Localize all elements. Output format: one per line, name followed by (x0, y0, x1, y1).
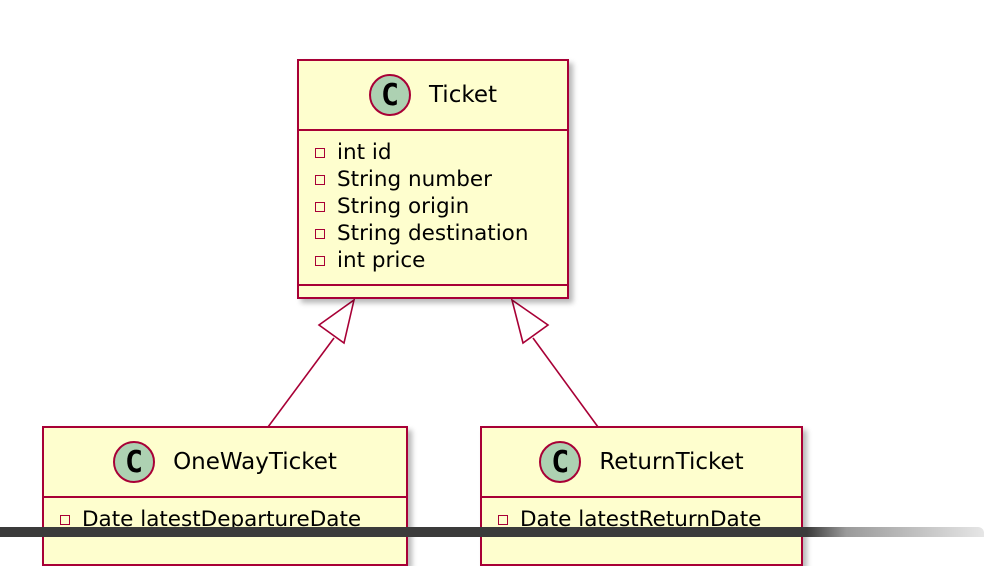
video-controls-bar[interactable] (0, 527, 984, 537)
private-visibility-icon (498, 514, 508, 525)
attribute-text: String origin (337, 194, 470, 219)
private-visibility-icon (60, 514, 70, 525)
private-visibility-icon (315, 174, 325, 185)
attribute-text: int price (337, 248, 426, 273)
attribute-text: String destination (337, 221, 529, 246)
class-ticket[interactable]: C Ticket int id String number String ori… (297, 59, 569, 299)
attribute-row: String origin (315, 193, 567, 220)
class-stereotype-icon: C (368, 74, 411, 116)
relations-layer (267, 298, 599, 428)
private-visibility-icon (315, 228, 325, 239)
class-return-ticket[interactable]: C ReturnTicket Date latestReturnDate (480, 426, 803, 566)
attribute-row: String number (315, 166, 567, 193)
private-visibility-icon (315, 255, 325, 266)
generalization-oneway-to-ticket (267, 298, 356, 428)
class-header: C ReturnTicket (482, 428, 801, 498)
attribute-text: int id (337, 140, 392, 165)
private-visibility-icon (315, 147, 325, 158)
class-header: C OneWayTicket (44, 428, 406, 498)
methods-compartment (299, 284, 567, 286)
attribute-text: String number (337, 167, 492, 192)
inheritance-line (532, 337, 599, 428)
attribute-row: int price (315, 247, 567, 274)
generalization-return-to-ticket (510, 298, 599, 428)
attribute-row: String destination (315, 220, 567, 247)
class-name: OneWayTicket (173, 449, 337, 475)
uml-class-diagram: C Ticket int id String number String ori… (0, 59, 984, 566)
inheritance-arrowhead (317, 298, 356, 345)
attributes-compartment: int id String number String origin Strin… (299, 131, 567, 284)
class-name: Ticket (428, 82, 498, 108)
class-name: ReturnTicket (599, 449, 744, 475)
class-one-way-ticket[interactable]: C OneWayTicket Date latestDepartureDate (42, 426, 408, 566)
inheritance-line (267, 337, 335, 428)
class-stereotype-icon: C (539, 441, 582, 483)
attribute-row: int id (315, 139, 567, 166)
private-visibility-icon (315, 201, 325, 212)
class-stereotype-icon: C (113, 441, 156, 483)
class-header: C Ticket (299, 61, 567, 131)
inheritance-arrowhead (510, 298, 550, 345)
